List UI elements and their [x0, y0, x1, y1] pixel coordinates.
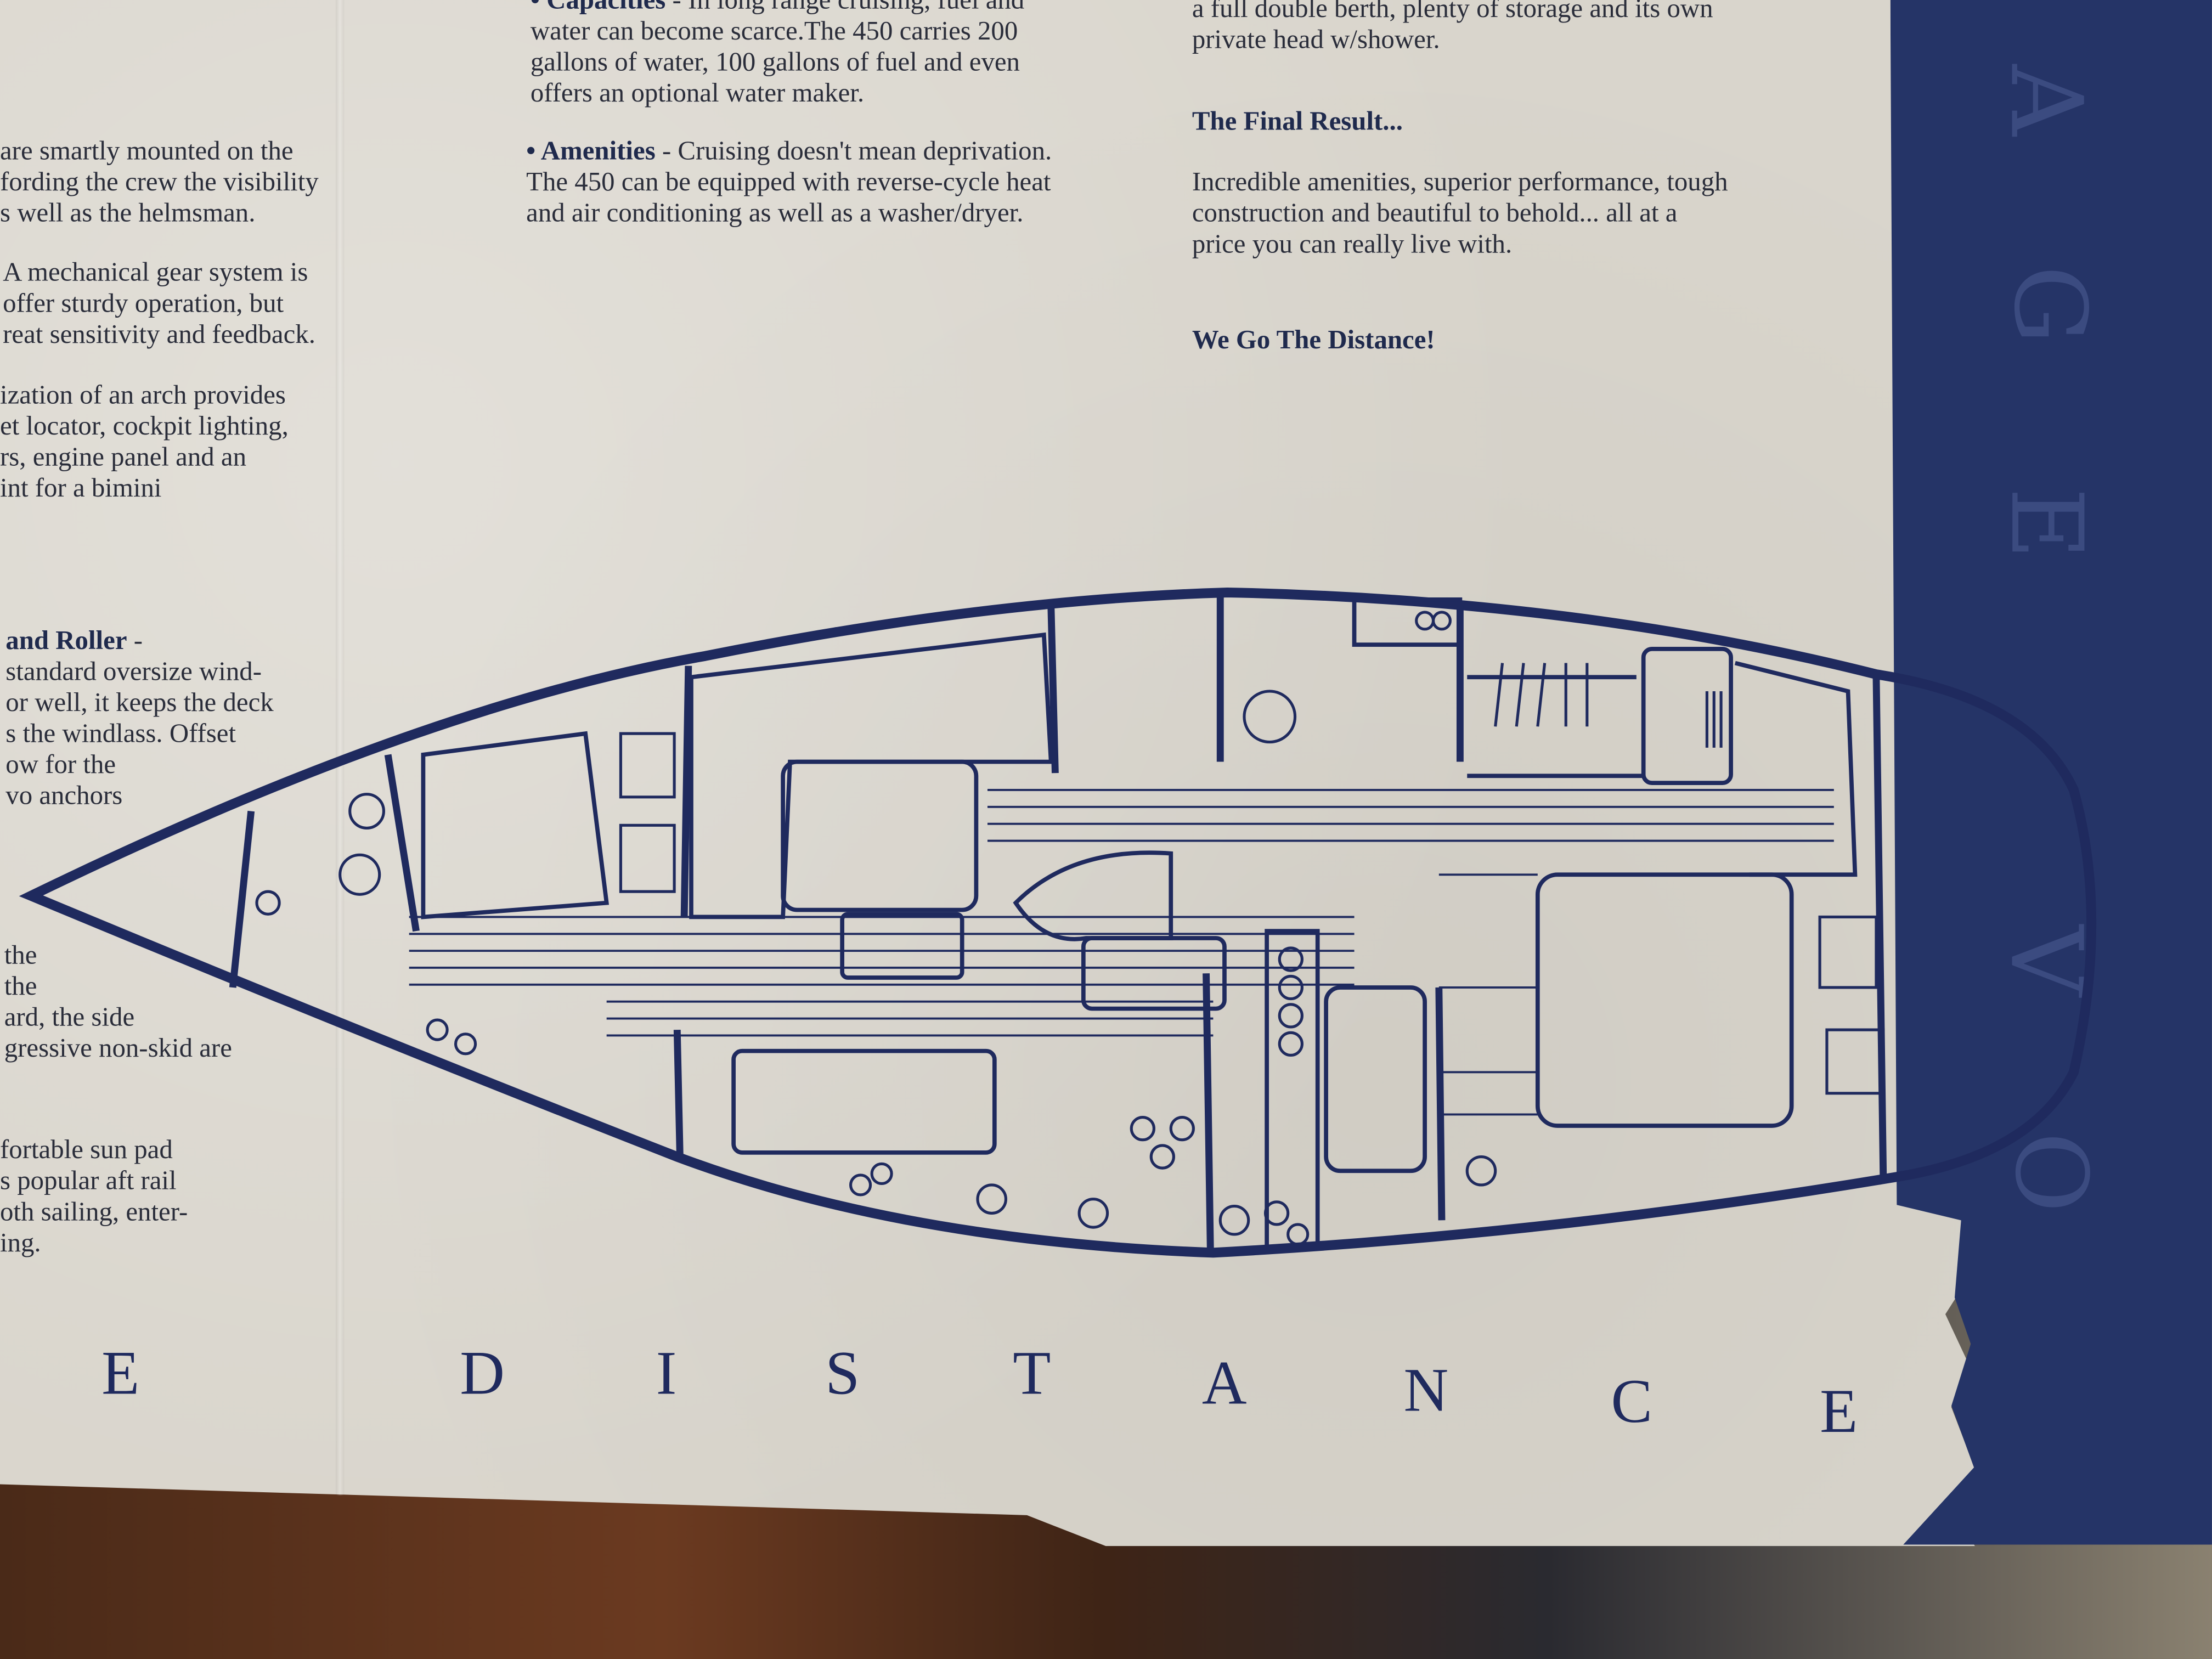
text-line: The 450 can be equipped with reverse-cyc…: [526, 167, 1051, 198]
text-line: s well as the helmsman.: [0, 199, 256, 229]
text-line: ard, the side: [4, 1003, 135, 1033]
text-line: construction and beautiful to behold... …: [1192, 199, 1678, 229]
banner-letter: I: [656, 1339, 677, 1408]
furniture: [421, 597, 1858, 1251]
text-line: vo anchors: [5, 781, 123, 811]
banner-letter: D: [460, 1339, 505, 1408]
text-line: ization of an arch provides: [0, 381, 286, 411]
banner-letter: T: [1013, 1339, 1051, 1408]
brochure-page: [0, 0, 1975, 1547]
text-line: gallons of water, 100 gallons of fuel an…: [530, 48, 1020, 78]
left-para-2: A mechanical gear system is offer sturdy…: [3, 258, 315, 352]
text-line: gressive non-skid are: [4, 1034, 232, 1064]
amenities-section: • Amenities - Cruising doesn't mean depr…: [526, 137, 1052, 230]
text-line: are smartly mounted on the: [0, 137, 294, 167]
text-line: Incredible amenities, superior performan…: [1192, 167, 1728, 198]
fixtures: [255, 611, 1885, 1246]
left-para-1: are smartly mounted on the fording the c…: [0, 137, 319, 230]
capacities-heading: • Capacities: [530, 0, 666, 16]
text-line: et locator, cockpit lighting,: [0, 411, 289, 442]
amenities-heading: • Amenities: [526, 137, 656, 167]
text-line: offer sturdy operation, but: [3, 289, 284, 319]
text-line: fording the crew the visibility: [0, 167, 319, 198]
text-line: the: [4, 972, 37, 1002]
text-line: rs, engine panel and an: [0, 443, 247, 473]
left-para-3: ization of an arch provides et locator, …: [0, 381, 289, 505]
hull-outline: [19, 587, 2097, 1258]
text-line: - In long range cruising, fuel and: [665, 0, 1025, 16]
page-fold: [335, 0, 345, 1496]
final-result-text: Incredible amenities, superior performan…: [1192, 168, 1728, 261]
text-line: and air conditioning as well as a washer…: [526, 199, 1024, 229]
deck-stripes: [409, 789, 1834, 1116]
text-line: private head w/shower.: [1192, 25, 1440, 55]
banner-letter: C: [1611, 1367, 1653, 1436]
left-para-4: and Roller - standard oversize wind- or …: [5, 627, 273, 812]
text-line: price you can really live with.: [1192, 230, 1513, 260]
bulkheads: [229, 595, 1887, 1249]
capacities-section: • Capacities - In long range cruising, f…: [531, 0, 1024, 110]
text-line: the: [4, 941, 37, 971]
text-line: standard oversize wind-: [5, 657, 262, 687]
text-line: s the windlass. Offset: [5, 719, 236, 749]
text-line: ing.: [0, 1228, 41, 1259]
left-para-5: the the ard, the side gressive non-skid …: [4, 941, 232, 1065]
text-line: A mechanical gear system is: [3, 258, 308, 288]
text-line: int for a bimini: [0, 473, 162, 504]
left-para-6: fortable sun pad s popular aft rail oth …: [0, 1136, 188, 1260]
slogan: We Go The Distance!: [1192, 325, 1435, 356]
roller-heading: and Roller: [5, 626, 127, 656]
text-line: reat sensitivity and feedback.: [3, 320, 315, 350]
right-intro: a full double berth, plenty of storage a…: [1192, 0, 1713, 57]
banner-letter: E: [1820, 1376, 1858, 1446]
text-line: fortable sun pad: [0, 1135, 173, 1165]
text-line: offers an optional water maker.: [530, 78, 865, 109]
text-line: s popular aft rail: [0, 1166, 177, 1197]
text-line: ow for the: [5, 750, 116, 780]
text-line: oth sailing, enter-: [0, 1198, 188, 1228]
banner-letter: E: [101, 1339, 140, 1408]
final-result-heading: The Final Result...: [1192, 107, 1403, 137]
text-line: water can become scarce.The 450 carries …: [530, 16, 1018, 47]
text-line: - Cruising doesn't mean deprivation.: [655, 137, 1052, 167]
banner-letter: N: [1403, 1356, 1449, 1425]
text-line: or well, it keeps the deck: [5, 688, 274, 718]
text-line: a full double berth, plenty of storage a…: [1192, 0, 1713, 24]
banner-letter: A: [1201, 1348, 1247, 1418]
banner-letter: S: [825, 1339, 860, 1408]
